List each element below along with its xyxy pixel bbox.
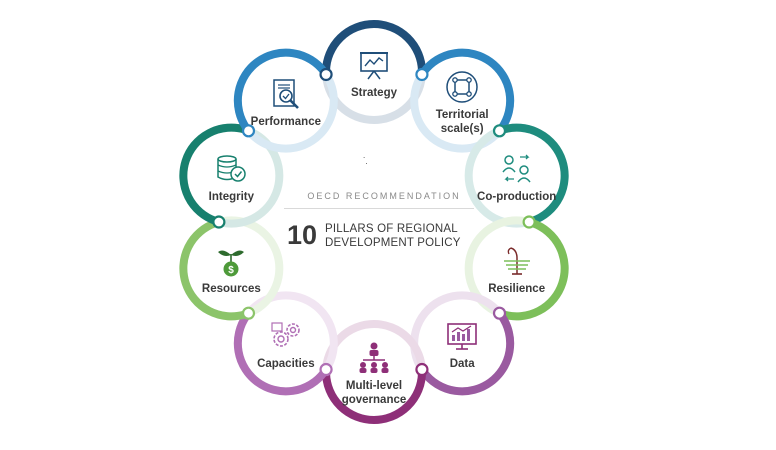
connector-dot — [492, 306, 507, 320]
connector-dot — [319, 67, 333, 82]
decorative-dots: . . — [363, 151, 368, 166]
svg-text:$: $ — [229, 265, 235, 276]
center-title: PILLARS OF REGIONAL DEVELOPMENT POLICY — [325, 223, 461, 249]
pillar-label: Performance — [250, 115, 321, 128]
pillar-territorial-scale[interactable]: Territorial scale(s) — [416, 57, 508, 149]
pillar-label: Co-production — [477, 190, 557, 203]
connector-dot — [241, 306, 256, 320]
pillar-label: Capacities — [257, 358, 315, 371]
pillar-arc — [322, 19, 426, 76]
pillar-label: Territorial scale(s) — [435, 108, 489, 135]
hierarchy-icon — [359, 342, 389, 373]
pillar-integrity[interactable]: Integrity — [185, 132, 277, 224]
connector-dot — [319, 362, 333, 377]
coins-shield-icon — [217, 154, 247, 182]
pillar-label: Data — [449, 358, 475, 371]
pillar-label: Multi-level governance — [341, 380, 407, 406]
center-kicker: OECD RECOMMENDATION — [307, 191, 461, 201]
pillar-arc — [233, 48, 329, 133]
pillar-arc — [322, 368, 426, 425]
presentation-board-icon — [360, 52, 388, 80]
pillar-arc — [179, 123, 250, 225]
pillar-label: Resilience — [488, 283, 546, 296]
money-sprout-icon: $ — [218, 250, 245, 277]
pillar-arc — [419, 48, 515, 133]
connector-dot — [492, 124, 507, 138]
pillar-label: Strategy — [350, 87, 398, 99]
connector-dot — [241, 124, 256, 138]
pillar-capacities[interactable]: Capacities — [240, 299, 332, 391]
connector-dot — [415, 362, 429, 377]
pillar-arc — [179, 219, 250, 321]
pillar-label: Resources — [201, 283, 261, 296]
pillar-co-production[interactable]: Co-production — [471, 132, 563, 224]
pillar-resilience[interactable]: Resilience — [471, 224, 563, 316]
pillar-resources[interactable]: $ Resources — [185, 224, 277, 316]
connector-dot — [522, 215, 536, 229]
chart-screen-icon — [447, 323, 477, 351]
connector-dot — [415, 67, 429, 82]
pillar-arc — [419, 311, 515, 396]
pillar-performance[interactable]: Performance — [240, 57, 332, 149]
network-square-icon — [446, 70, 478, 103]
pillar-arc — [233, 311, 329, 396]
pillar-arc — [498, 219, 569, 321]
pillar-label: Integrity — [208, 190, 255, 203]
magnifier-document-icon — [273, 78, 299, 109]
people-exchange-icon — [502, 154, 531, 183]
center-number: 10 — [287, 220, 318, 250]
pillar-data[interactable]: Data — [416, 299, 508, 391]
center-divider — [284, 208, 474, 209]
bending-plant-icon — [503, 247, 530, 276]
connector-dot — [212, 215, 226, 229]
pillar-arc — [498, 123, 569, 225]
pillar-strategy[interactable]: Strategy — [328, 28, 420, 120]
pillar-multi-level-governance[interactable]: Multi-level governance — [328, 328, 420, 420]
gears-icon — [271, 322, 300, 348]
